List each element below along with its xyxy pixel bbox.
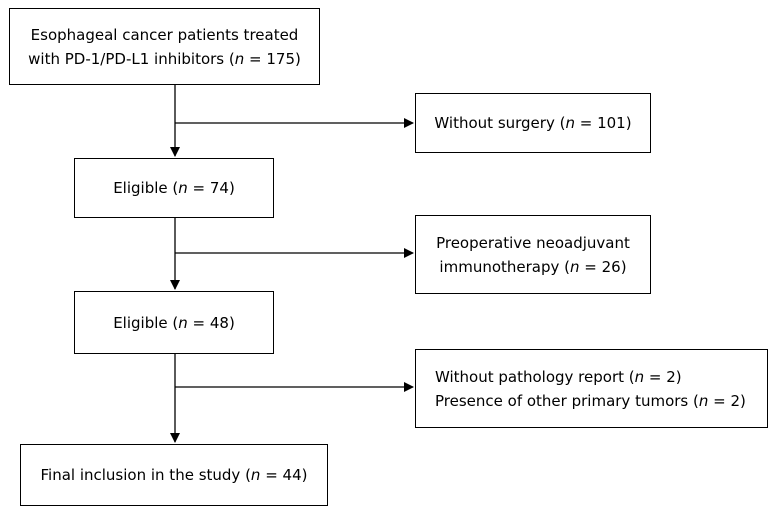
n-symbol: n — [178, 313, 188, 332]
exclusion-3-line-2: Presence of other primary tumors (n = 2) — [435, 389, 746, 413]
n-symbol: n — [570, 257, 580, 276]
final-count: = 44) — [260, 466, 308, 484]
start-line-2: with PD-1/PD-L1 inhibitors (n = 175) — [28, 47, 301, 71]
exclusion-2-line-2: immunotherapy (n = 26) — [439, 255, 626, 279]
start-box: Esophageal cancer patients treated with … — [9, 8, 320, 85]
eligible-1-line: Eligible (n = 74) — [113, 176, 235, 200]
exclusion-2-count: = 26) — [579, 257, 627, 276]
n-symbol: n — [178, 179, 188, 197]
n-symbol: n — [634, 367, 645, 386]
final-line: Final inclusion in the study (n = 44) — [41, 463, 308, 487]
eligible-box-1: Eligible (n = 74) — [74, 158, 274, 218]
eligible-2-line: Eligible (n = 48) — [113, 311, 235, 335]
exclusion-1-count: = 101) — [574, 114, 632, 132]
eligible-1-text: Eligible ( — [113, 179, 179, 197]
n-symbol: n — [250, 466, 261, 484]
exclusion-3-count-2: = 2) — [708, 391, 746, 410]
exclusion-3-reason-2: Presence of other primary tumors ( — [435, 391, 699, 410]
exclusion-3-reason-1: Without pathology report ( — [435, 367, 635, 386]
exclusion-2-text: immunotherapy ( — [439, 257, 570, 276]
exclusion-3-count-1: = 2) — [644, 367, 682, 386]
eligible-box-2: Eligible (n = 48) — [74, 291, 274, 354]
final-box: Final inclusion in the study (n = 44) — [20, 444, 328, 506]
eligible-2-count: = 48) — [187, 313, 235, 332]
start-line-1: Esophageal cancer patients treated — [30, 25, 299, 44]
exclusion-1-text: Without surgery ( — [434, 114, 566, 132]
n-symbol: n — [698, 391, 709, 410]
exclusion-3-line-1: Without pathology report (n = 2) — [435, 365, 682, 389]
exclusion-box-2: Preoperative neoadjuvant immunotherapy (… — [415, 215, 651, 294]
eligible-2-text: Eligible ( — [113, 313, 179, 332]
start-line-2-text: with PD-1/PD-L1 inhibitors ( — [28, 49, 235, 68]
exclusion-box-1: Without surgery (n = 101) — [415, 93, 651, 153]
start-count: = 175) — [244, 49, 301, 68]
n-symbol: n — [234, 49, 245, 68]
exclusion-box-3: Without pathology report (n = 2) Presenc… — [415, 349, 768, 428]
n-symbol: n — [565, 114, 575, 132]
final-text: Final inclusion in the study ( — [40, 466, 251, 484]
exclusion-1-line: Without surgery (n = 101) — [434, 111, 631, 135]
exclusion-2-line-1: Preoperative neoadjuvant — [436, 233, 630, 252]
eligible-1-count: = 74) — [187, 179, 235, 197]
